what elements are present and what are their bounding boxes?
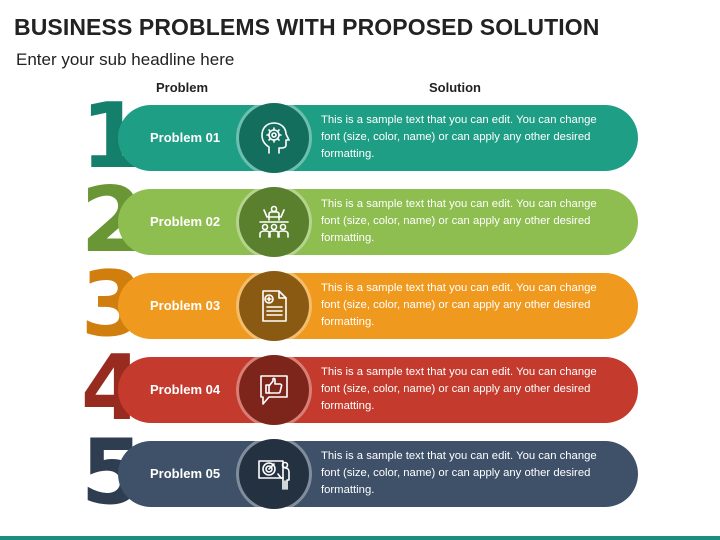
problem-row-2: 2 Problem 02 This is a sample text that … [0, 176, 720, 266]
solution-text: This is a sample text that you can edit.… [321, 450, 597, 496]
presentation-target-icon [258, 460, 290, 490]
solution-pill [118, 189, 638, 255]
icon-circle [239, 187, 309, 257]
problem-label: Problem 05 [150, 466, 221, 481]
solution-column-header: Solution [429, 80, 481, 95]
solution-text: This is a sample text that you can edit.… [321, 282, 597, 328]
head-gear-icon [261, 122, 290, 154]
problem-label: Problem 02 [150, 214, 221, 229]
solution-text: This is a sample text that you can edit.… [321, 114, 597, 160]
solution-text: This is a sample text that you can edit.… [321, 198, 597, 244]
problem-label: Problem 04 [150, 382, 221, 397]
document-icon [262, 290, 287, 322]
problem-column-header: Problem [156, 80, 209, 95]
icon-circle [239, 271, 309, 341]
solution-pill [118, 273, 638, 339]
problem-row-3: 3 Problem 03 This is a sample text that … [0, 260, 720, 350]
problem-row-4: 4 Problem 04 This is a sample text that … [0, 344, 720, 434]
problem-label: Problem 03 [150, 298, 221, 313]
icon-circle [239, 355, 309, 425]
icon-circle [239, 439, 309, 509]
icon-circle [239, 103, 309, 173]
solution-pill [118, 357, 638, 423]
team-meeting-icon [259, 205, 289, 238]
problem-label: Problem 01 [150, 130, 221, 145]
problem-row-5: 5 Problem 05 This is a sample text that … [0, 428, 720, 518]
thumbs-up-chat-icon [260, 375, 288, 405]
page-title: BUSINESS PROBLEMS WITH PROPOSED SOLUTION [14, 14, 600, 40]
solution-text: This is a sample text that you can edit.… [321, 366, 597, 412]
problem-row-1: 1 Problem 01 This is a sample text that … [0, 92, 720, 182]
bottom-accent-bar [0, 536, 720, 540]
page-subtitle: Enter your sub headline here [16, 50, 235, 69]
solution-pill [118, 441, 638, 507]
solution-pill [118, 105, 638, 171]
